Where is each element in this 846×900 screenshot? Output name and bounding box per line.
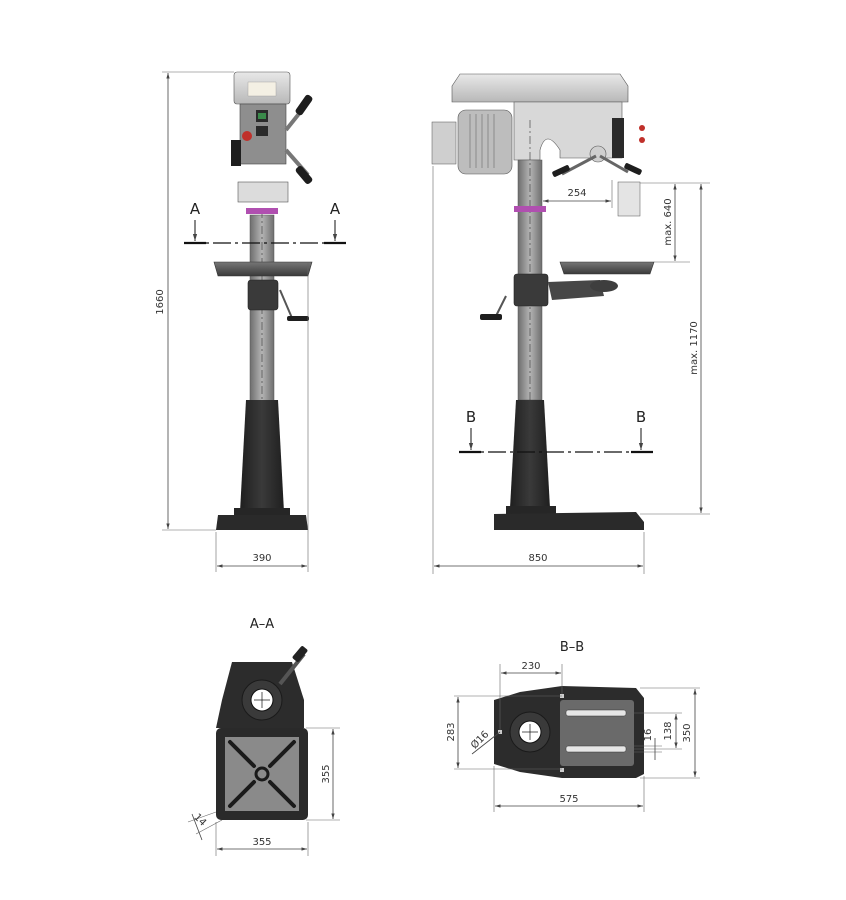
motor <box>457 109 513 175</box>
front-view: A A 1660 390 <box>155 71 346 572</box>
front-width-label: 390 <box>252 553 271 564</box>
belt-cover <box>451 73 629 103</box>
head-casting <box>513 101 623 161</box>
work-table <box>213 261 313 277</box>
max-spindle-table-label: max. 640 <box>663 198 674 245</box>
side-table-bracket <box>513 273 549 307</box>
side-work-table <box>559 261 655 275</box>
base-plate <box>216 515 308 530</box>
section-a-right-label: A <box>330 200 341 218</box>
chuck-guard <box>237 181 289 203</box>
section-a-left-label: A <box>190 200 201 218</box>
aa-table-height-label: 355 <box>321 764 332 783</box>
side-crank-handle <box>480 314 502 320</box>
start-button <box>258 113 266 119</box>
bb-hole-diameter-label: Ø16 <box>468 728 491 751</box>
bb-base-depth-label: 350 <box>682 723 693 742</box>
section-b-left-label: B <box>466 408 476 426</box>
side-chuck-guard <box>617 181 641 217</box>
section-bb-view: B–B 230 283 Ø16 138 16 <box>446 640 700 812</box>
pedestal <box>240 400 284 512</box>
bb-hole-offset-label: 230 <box>521 661 540 672</box>
overall-height-label: 1660 <box>155 289 166 314</box>
section-bb-title: B–B <box>560 640 584 655</box>
side-depth-label: 850 <box>528 553 547 564</box>
bb-slot-lower <box>565 745 627 753</box>
side-view: B B 254 max. 640 max. 1170 850 <box>431 73 710 574</box>
side-base-plate <box>494 512 644 530</box>
section-b-right-label: B <box>636 408 646 426</box>
stop-button <box>242 131 252 141</box>
aa-table-width-label: 355 <box>252 837 271 848</box>
bb-hole-spacing-label: 283 <box>446 722 457 741</box>
side-depth-ring <box>514 206 546 212</box>
bb-slot-width-label: 16 <box>643 729 654 742</box>
depth-ring <box>246 208 278 214</box>
side-pedestal <box>510 400 550 508</box>
motor-junction <box>431 121 457 165</box>
bb-slot-upper <box>565 709 627 717</box>
spindle-distance-label: 254 <box>567 188 586 199</box>
aa-slot-width-label: 14 <box>191 812 208 829</box>
crank-handle <box>287 316 309 321</box>
bb-slot-spacing-label: 138 <box>663 721 674 740</box>
table-bracket <box>247 279 279 311</box>
section-aa-view: A–A 355 355 14 <box>187 617 340 856</box>
bb-base-length-label: 575 <box>559 794 578 805</box>
max-spindle-base-label: max. 1170 <box>689 321 700 375</box>
section-aa-title: A–A <box>250 617 274 632</box>
